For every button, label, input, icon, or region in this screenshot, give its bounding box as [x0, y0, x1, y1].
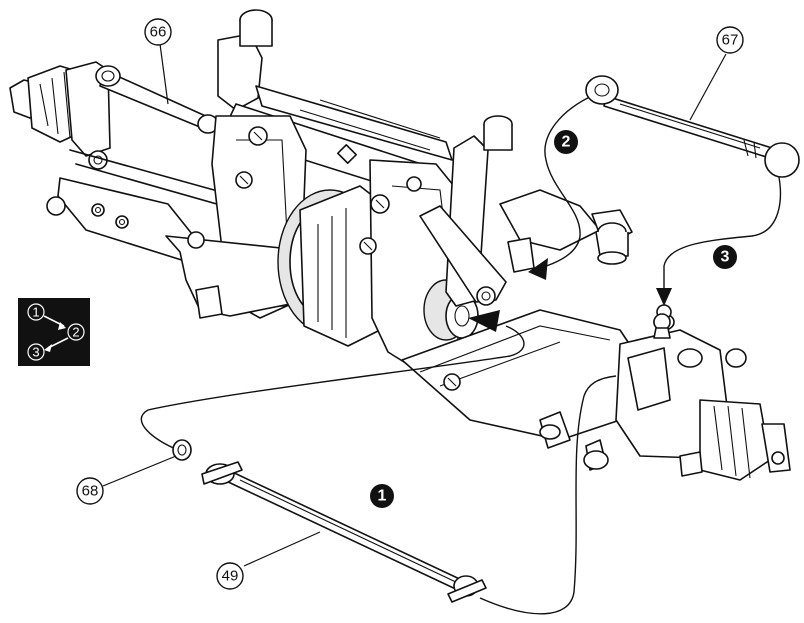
sequence-step-a: 1 — [32, 305, 39, 320]
part-label-68: 68 — [82, 483, 99, 500]
sequence-step-c: 3 — [32, 345, 39, 360]
part-label-49: 49 — [222, 568, 239, 585]
assembly-paths — [140, 93, 782, 615]
shaft-67 — [585, 75, 800, 178]
diff-housing — [277, 185, 383, 347]
sequence-legend-box: 1 2 3 — [18, 298, 90, 366]
callout-66: 66 — [144, 18, 172, 105]
washer-68 — [172, 439, 192, 461]
sequence-step-b: 2 — [72, 325, 79, 340]
route-step-3 — [663, 171, 782, 296]
left-hub — [9, 61, 111, 170]
callout-68: 68 — [76, 455, 177, 505]
svg-text:1: 1 — [378, 488, 387, 505]
part-label-66: 66 — [150, 24, 167, 41]
lower-arm-left — [46, 177, 201, 263]
step-marker-2: 2 — [554, 130, 578, 154]
step-marker-1: 1 — [370, 484, 394, 508]
right-bracket — [499, 189, 633, 273]
svg-text:2: 2 — [562, 134, 571, 151]
arrow-head-3 — [656, 288, 672, 306]
callout-49: 49 — [216, 531, 321, 590]
lower-plate-left — [165, 231, 311, 319]
ball-stud — [653, 313, 671, 339]
step-marker-3: 3 — [713, 245, 737, 269]
callout-67: 67 — [689, 26, 744, 121]
upper-link-66 — [95, 65, 219, 134]
route-step-2 — [539, 93, 597, 269]
right-upper-arm — [419, 115, 513, 307]
right-hub — [615, 304, 791, 481]
lower-plate-right — [401, 309, 641, 471]
shaft-49 — [201, 461, 487, 603]
arrow-head-2 — [528, 258, 548, 280]
route-step-1 — [140, 325, 525, 455]
route-step-1b — [479, 375, 617, 615]
svg-text:3: 3 — [721, 249, 730, 266]
arrow-head-1 — [468, 310, 500, 332]
part-label-67: 67 — [722, 32, 739, 49]
chassis-assembly — [9, 9, 791, 481]
